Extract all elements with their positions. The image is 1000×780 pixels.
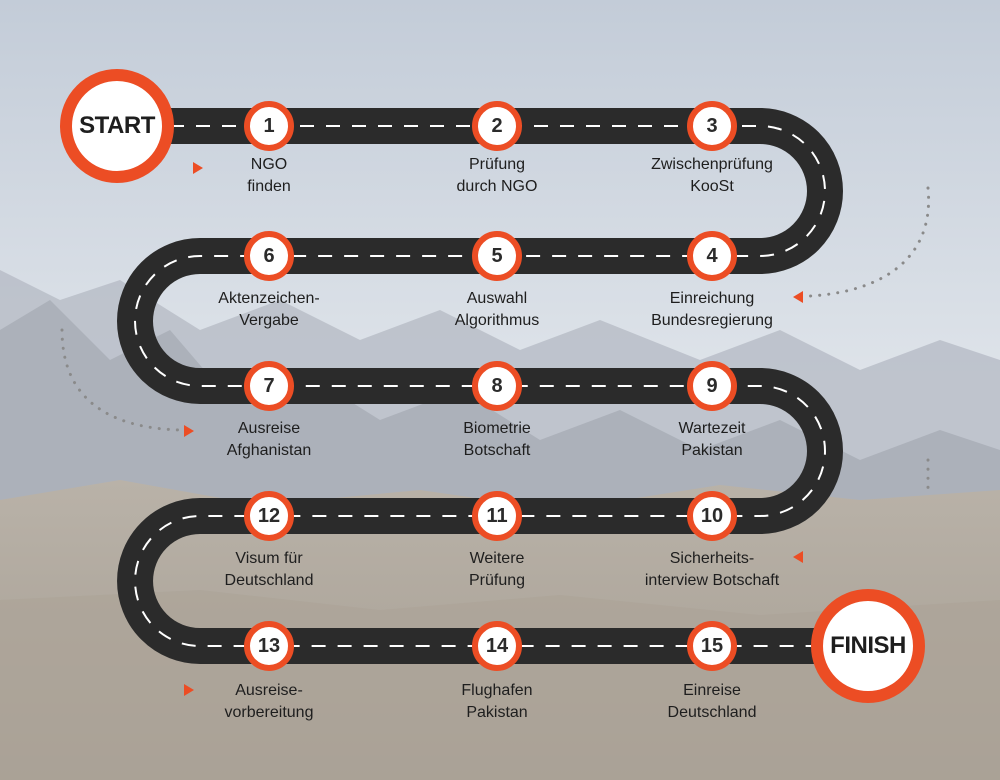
finish-marker: FINISH: [811, 589, 925, 703]
step-13-label: Ausreise-vorbereitung: [224, 682, 314, 721]
pointer-arrow-icon: [184, 425, 194, 437]
step-13-marker: 13: [244, 621, 294, 671]
step-7-marker: 7: [244, 361, 294, 411]
pointer-arrow-icon: [793, 291, 803, 303]
step-6-label: Aktenzeichen-Vergabe: [218, 290, 320, 329]
pointer-arrow-icon: [793, 551, 803, 563]
step-3-marker: 3: [687, 101, 737, 151]
step-5-marker: 5: [472, 231, 522, 281]
pointer-arrow-icon: [193, 162, 203, 174]
step-4-marker: 4: [687, 231, 737, 281]
step-9-marker: 9: [687, 361, 737, 411]
step-10-label: Sicherheits-interview Botschaft: [644, 550, 780, 589]
step-6-marker: 6: [244, 231, 294, 281]
step-8-marker: 8: [472, 361, 522, 411]
step-14-marker: 14: [472, 621, 522, 671]
step-15-marker: 15: [687, 621, 737, 671]
step-10-marker: 10: [687, 491, 737, 541]
step-1-marker: 1: [244, 101, 294, 151]
step-11-marker: 11: [472, 491, 522, 541]
step-2-marker: 2: [472, 101, 522, 151]
step-12-marker: 12: [244, 491, 294, 541]
pointer-arrow-icon: [184, 684, 194, 696]
start-marker: START: [60, 69, 174, 183]
road-center-dashes: [118, 125, 855, 647]
